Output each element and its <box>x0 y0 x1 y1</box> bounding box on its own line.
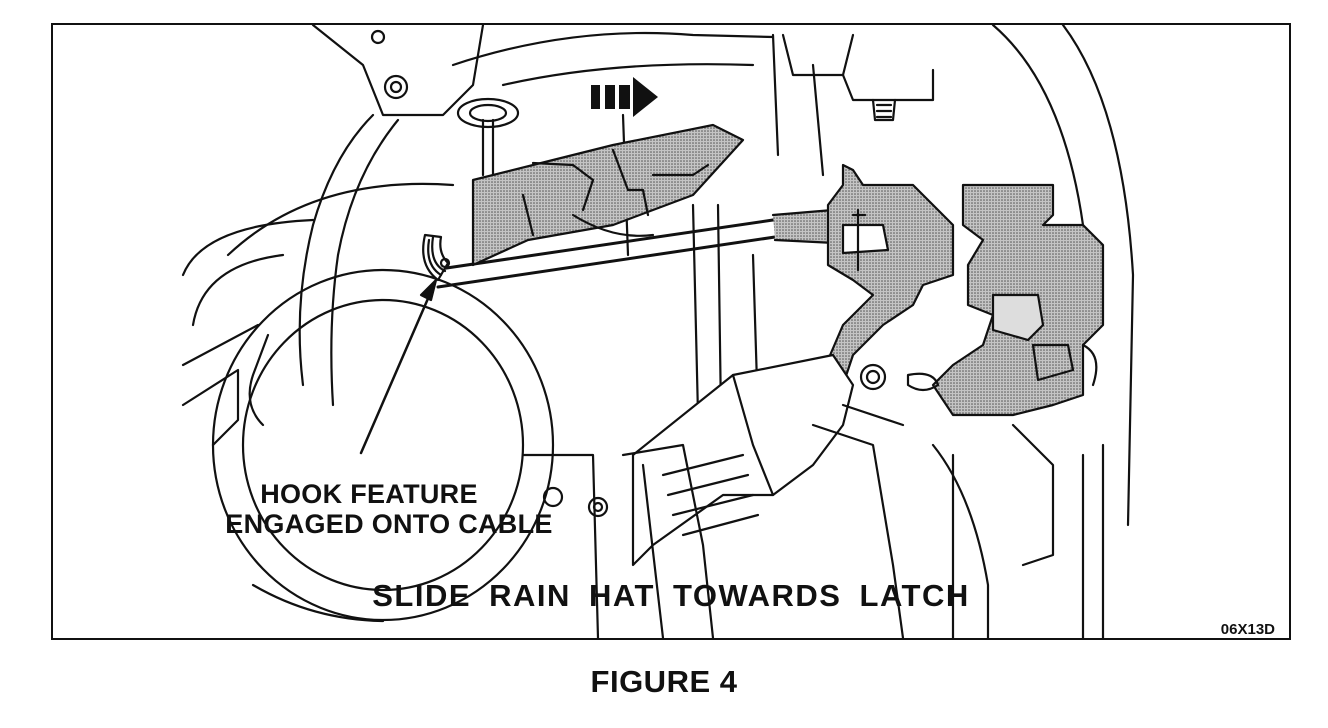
door-pillar <box>621 25 1135 638</box>
line-drawing <box>181 25 1135 638</box>
latch-icon <box>826 163 1105 417</box>
figure-caption: SLIDE RAIN HAT TOWARDS LATCH <box>372 578 970 613</box>
direction-arrow-icon <box>591 77 658 117</box>
door-frame <box>248 25 775 427</box>
handle-housing <box>521 353 1055 638</box>
leader-line <box>359 278 438 455</box>
hook-icon <box>422 233 451 282</box>
callout-line-1: HOOK FEATURE <box>260 479 478 509</box>
rain-hat <box>471 123 745 267</box>
figure-title: FIGURE 4 <box>590 664 738 699</box>
figure-code: 06X13D <box>1220 621 1275 638</box>
callout-line-2: ENGAGED ONTO CABLE <box>225 509 553 539</box>
cable-icon <box>431 208 837 289</box>
circular-trim <box>181 182 555 623</box>
figure-frame: HOOK FEATURE ENGAGED ONTO CABLE SLIDE RA… <box>51 23 1291 640</box>
fastener-icon <box>781 33 935 122</box>
